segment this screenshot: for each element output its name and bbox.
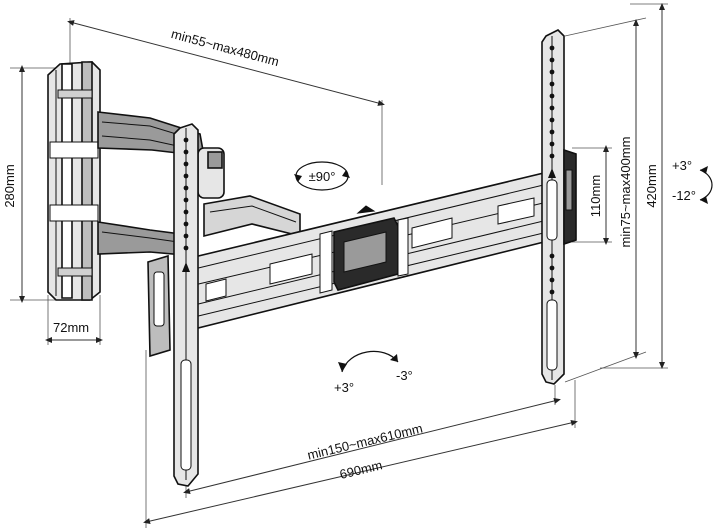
center-block-label: 110mm <box>588 175 603 217</box>
tilt-indicator: +3° -12° <box>672 158 713 204</box>
level-indicator: +3° -3° <box>334 350 413 395</box>
horizontal-span-label: min150~max610mm <box>306 421 424 463</box>
overall-width-label: 690mm <box>338 457 384 482</box>
tilt-down-label: -12° <box>672 188 696 203</box>
arm-extension-dimension <box>67 20 385 106</box>
wall-plate-height-label: 280mm <box>2 164 17 207</box>
wall-plate-depth-label: 72mm <box>53 320 89 335</box>
dimension-lines <box>10 2 668 528</box>
swivel-label: ±90° <box>309 169 336 184</box>
overall-width-dimension <box>143 419 578 525</box>
level-plus-label: +3° <box>334 380 354 395</box>
tilt-up-label: +3° <box>672 158 692 173</box>
overall-height-label: 420mm <box>644 164 659 207</box>
vertical-span-label: min75~max400mm <box>618 137 633 248</box>
wall-plate <box>47 61 101 301</box>
swivel-indicator: ±90° <box>294 161 350 191</box>
right-vertical-bracket <box>541 29 577 385</box>
left-vertical-bracket <box>147 123 199 487</box>
level-minus-label: -3° <box>396 368 413 383</box>
swing-arms <box>97 111 301 257</box>
horizontal-rail <box>181 171 561 331</box>
